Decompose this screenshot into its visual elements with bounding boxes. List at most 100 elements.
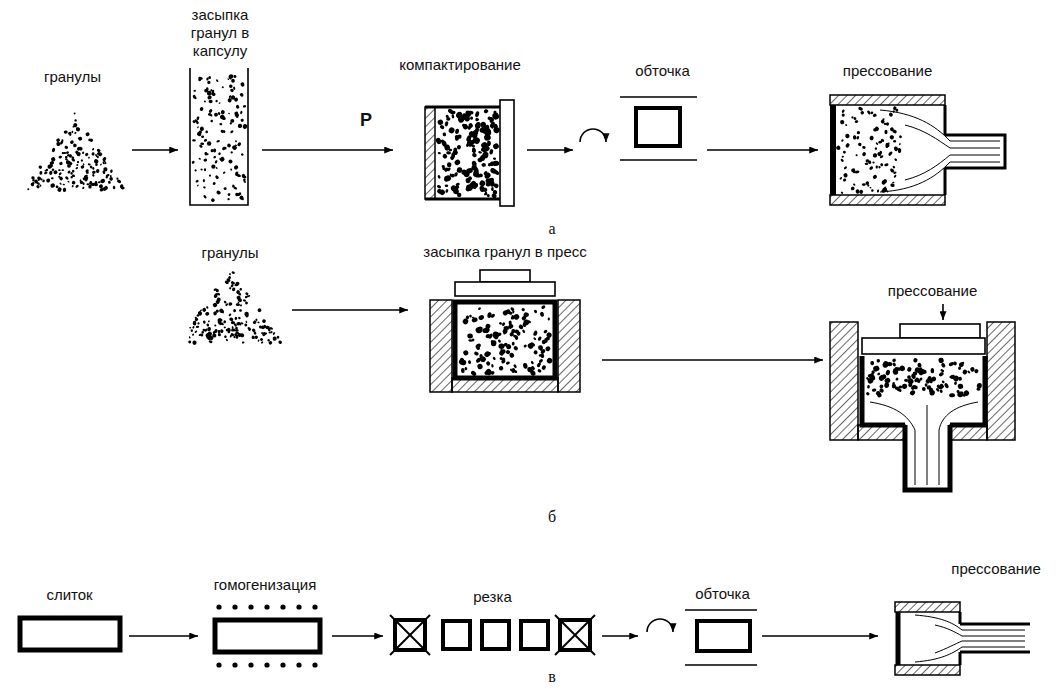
granules [540, 347, 543, 351]
granules [478, 151, 482, 154]
granules [216, 190, 222, 195]
granules [261, 331, 266, 337]
granules [235, 329, 239, 332]
granules [963, 389, 971, 397]
granules [217, 112, 221, 116]
heat-dots [264, 662, 269, 667]
granules [88, 185, 92, 189]
granules [499, 322, 503, 325]
granules [872, 388, 877, 392]
granules [546, 337, 550, 341]
granules [481, 163, 486, 167]
granules [193, 341, 196, 345]
granules [229, 335, 232, 338]
granules [193, 90, 196, 92]
direct-press [942, 304, 944, 320]
granules [468, 360, 472, 365]
granules [46, 168, 49, 171]
granules [220, 129, 224, 133]
process-step: обточка [575, 62, 705, 162]
granules [893, 146, 898, 152]
granules [220, 329, 224, 334]
granules [201, 135, 205, 138]
granules [505, 309, 511, 315]
granules [235, 171, 239, 176]
granules [455, 128, 460, 134]
granules [845, 133, 850, 138]
direct-press [927, 405, 928, 485]
extrusion-press [915, 647, 1025, 662]
granules [213, 294, 218, 299]
granules [509, 352, 515, 358]
granules [78, 146, 83, 151]
granules [69, 140, 74, 145]
step-label: прессование [942, 560, 1050, 578]
granules [219, 123, 222, 126]
granules [229, 317, 234, 322]
granules [235, 140, 237, 142]
granules [224, 280, 229, 285]
granules [197, 118, 199, 120]
granules [91, 152, 94, 156]
granules [44, 171, 48, 175]
granules [222, 86, 225, 89]
granules [542, 340, 546, 344]
granules [64, 130, 68, 133]
granules [36, 182, 40, 186]
granules [521, 307, 525, 311]
process-step: резка [385, 588, 600, 658]
granules [461, 368, 465, 373]
granules [236, 116, 239, 119]
granules [230, 119, 234, 123]
turned-billet [685, 609, 757, 611]
granules [446, 167, 451, 172]
granules [223, 320, 227, 324]
granules [484, 191, 488, 196]
granules [207, 81, 211, 85]
granules [944, 382, 950, 389]
granules [869, 187, 871, 189]
granules [68, 131, 72, 135]
granules [879, 152, 882, 155]
granules [233, 323, 237, 327]
granules [56, 138, 61, 143]
granules [960, 391, 963, 395]
granules [857, 131, 861, 135]
granules [957, 383, 964, 389]
granules [189, 336, 191, 339]
granules [885, 369, 891, 376]
granules [209, 335, 214, 341]
granules [240, 111, 243, 115]
granules [198, 130, 202, 134]
granules [71, 185, 74, 188]
granules [199, 144, 204, 148]
granules [870, 361, 874, 366]
granules [913, 371, 918, 375]
granules [894, 158, 898, 162]
granules [537, 336, 542, 341]
granules [79, 179, 81, 182]
granules [102, 186, 107, 191]
granules [884, 123, 887, 126]
cut-pieces [555, 615, 595, 655]
granules [65, 156, 68, 159]
homogenized-ingot [215, 620, 320, 652]
direct-press [900, 324, 980, 338]
granules [471, 148, 476, 153]
granules [218, 308, 224, 314]
extrusion-press [896, 612, 901, 665]
granules [232, 328, 236, 331]
step-label: обточка [620, 62, 705, 80]
heat-dots [312, 604, 317, 609]
granules [884, 375, 886, 378]
turned-billet [620, 96, 697, 98]
granules [96, 169, 100, 174]
granules [210, 149, 213, 153]
granules [527, 342, 535, 350]
granules [39, 184, 41, 187]
granules [489, 149, 494, 155]
granules [875, 365, 881, 371]
granules [450, 174, 454, 178]
granules [480, 356, 487, 363]
granules [907, 375, 911, 379]
